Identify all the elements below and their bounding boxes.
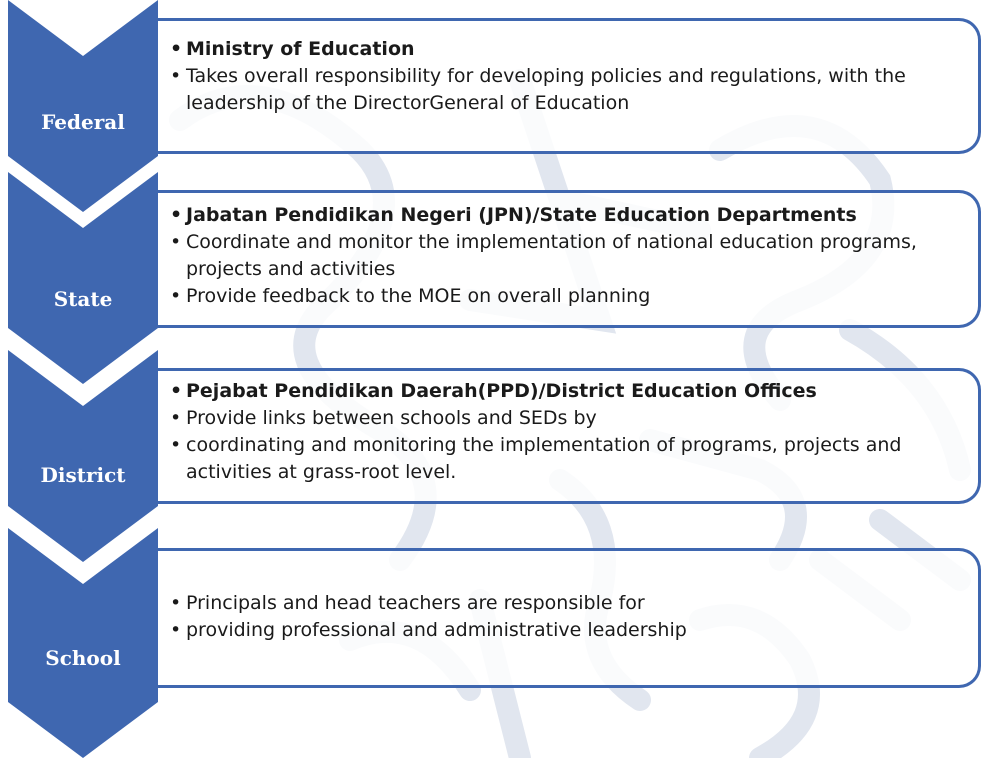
state-heading: Jabatan Pendidikan Negeri (JPN)/State Ed… [170, 202, 970, 229]
federal-heading: Ministry of Education [170, 36, 970, 63]
federal-chevron [8, 0, 158, 212]
school-label: School [45, 646, 121, 670]
district-text: Pejabat Pendidikan Daerah(PPD)/District … [170, 378, 970, 486]
state-chevron [8, 172, 158, 384]
federal-bullet: Takes overall responsibility for develop… [170, 63, 970, 117]
school-chevron [8, 528, 158, 758]
federal-text: Ministry of Education Takes overall resp… [170, 36, 970, 117]
state-bullet-2: Provide feedback to the MOE on overall p… [170, 283, 970, 310]
state-bullet-1: Coordinate and monitor the implementatio… [170, 229, 970, 283]
district-chevron [8, 350, 158, 562]
school-bullet-1: Principals and head teachers are respons… [170, 590, 970, 617]
school-text: Principals and head teachers are respons… [170, 590, 970, 644]
district-bullet-2: coordinating and monitoring the implemen… [170, 432, 970, 486]
state-label: State [53, 287, 113, 311]
state-text: Jabatan Pendidikan Negeri (JPN)/State Ed… [170, 202, 970, 310]
district-bullet-1: Provide links between schools and SEDs b… [170, 405, 970, 432]
federal-label: Federal [41, 110, 125, 134]
district-heading: Pejabat Pendidikan Daerah(PPD)/District … [170, 378, 970, 405]
district-label: District [40, 463, 126, 487]
school-bullet-2: providing professional and administrativ… [170, 617, 970, 644]
